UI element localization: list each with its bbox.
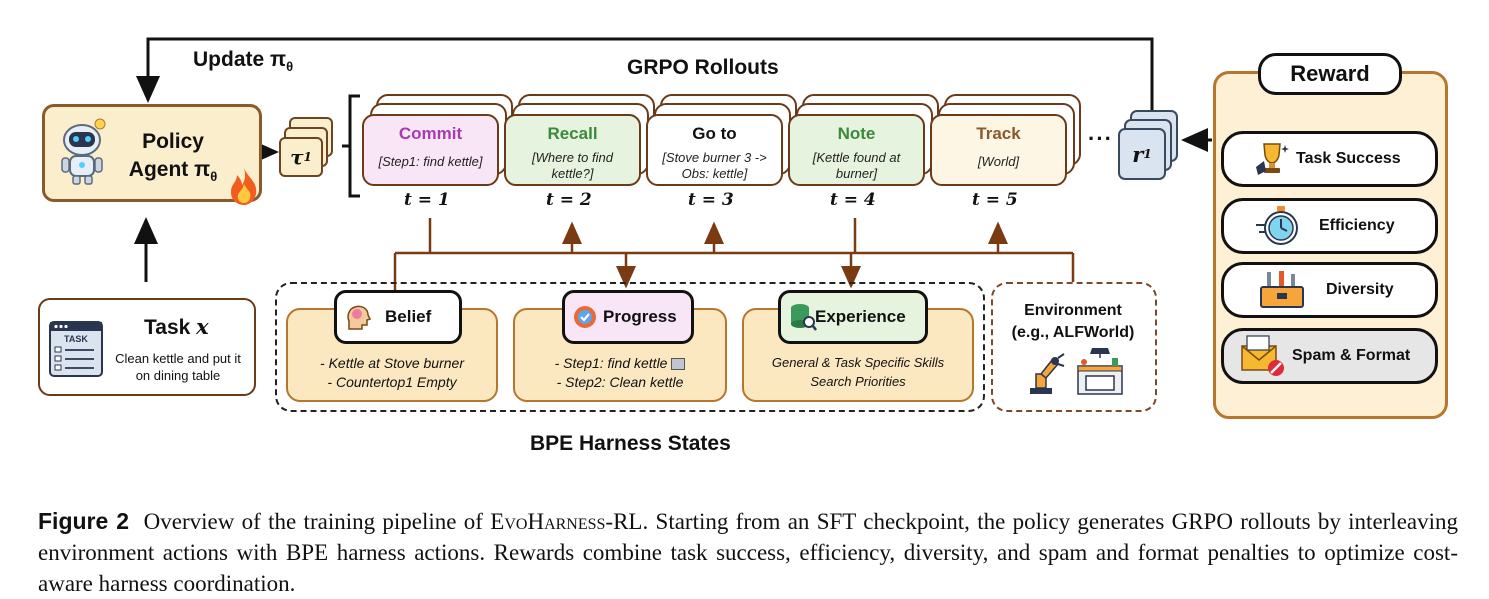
rollout-timestep-label: t = 4 <box>830 190 876 210</box>
environment-region <box>991 282 1157 412</box>
progress-header: Progress <box>562 290 694 344</box>
rollout-timestep-label: t = 5 <box>972 190 1018 210</box>
figure-caption: Figure 2 Overview of the training pipeli… <box>38 506 1458 599</box>
reward-diversity: Diversity <box>1221 262 1438 318</box>
rollout-action-title: Track <box>976 124 1021 143</box>
progress-title: Progress <box>603 307 677 326</box>
kitchen-stove-icon <box>1077 348 1123 395</box>
rollout-action-title: Commit <box>398 124 463 143</box>
spam-format-label: Spam & Format <box>1292 347 1411 364</box>
spam-mail-icon <box>1241 335 1284 376</box>
reward-task-success: Task Success <box>1221 131 1438 187</box>
experience-line-2: Search Priorities <box>810 374 906 389</box>
gear-check-icon <box>574 306 596 328</box>
task-icon-label: TASK <box>64 334 88 344</box>
rollout-action-detail: [Kettle found at burner] <box>812 150 901 181</box>
reward-efficiency: Efficiency <box>1221 198 1438 254</box>
robot-icon <box>61 118 106 185</box>
environment-line2: (e.g., ALFWorld) <box>1011 324 1135 341</box>
bpe-harness-states-region <box>275 282 985 412</box>
belief-header: Belief <box>334 290 462 344</box>
experience-line-1: General & Task Specific Skills <box>771 355 945 370</box>
toolbox-icon <box>1260 271 1304 308</box>
rollout-action-detail: [Where to find kettle?] <box>532 150 613 181</box>
belief-line-1: - Kettle at Stove burner <box>320 355 464 371</box>
stopwatch-icon <box>1256 206 1298 245</box>
rollout-card-4: Note [Kettle found at burner] <box>788 114 925 186</box>
rollout-action-title: Recall <box>547 124 598 143</box>
task-checklist-icon: TASK <box>49 321 103 377</box>
rollout-timestep-label: t = 1 <box>404 190 450 210</box>
belief-title: Belief <box>385 307 432 326</box>
reward-title: Reward <box>1258 53 1402 95</box>
caption-text-pre: Overview of the training pipeline of <box>143 509 491 534</box>
rollout-action-title: Go to <box>692 124 737 143</box>
rollout-ellipsis: ··· <box>1088 126 1113 151</box>
task-description: Clean kettle and put it on dining table <box>115 351 241 383</box>
grpo-rollouts-title: GRPO Rollouts <box>627 56 779 79</box>
rollout-card-2: Recall [Where to find kettle?] <box>504 114 641 186</box>
reward-spam-format: Spam & Format <box>1221 328 1438 384</box>
rollout-action-title: Note <box>837 124 876 143</box>
database-search-icon <box>791 304 817 331</box>
environment-line1: Environment <box>1024 302 1122 319</box>
trophy-icon <box>1256 143 1289 175</box>
brain-head-icon <box>347 305 372 330</box>
task-success-label: Task Success <box>1296 150 1401 167</box>
rollout-card-3: Go to [Stove burner 3 -> Obs: kettle] <box>646 114 783 186</box>
robot-arm-icon <box>1030 353 1065 394</box>
experience-header: Experience <box>778 290 928 344</box>
caption-figure-label: Figure 2 <box>38 508 130 534</box>
diversity-label: Diversity <box>1326 281 1394 298</box>
belief-line-2: - Countertop1 Empty <box>327 374 457 390</box>
rollout-card-1: Commit [Step1: find kettle] <box>362 114 499 186</box>
task-title: Task x <box>144 314 209 339</box>
efficiency-label: Efficiency <box>1319 217 1395 234</box>
caption-method-name: EvoHarness-RL <box>490 509 643 534</box>
rollout-action-detail: [World] <box>977 154 1020 169</box>
policy-line2: Agent πθ <box>128 158 218 185</box>
policy-agent-label: Policy Agent πθ <box>118 128 228 191</box>
environment-label: Environment (e.g., ALFWorld) <box>998 300 1148 344</box>
experience-title: Experience <box>815 307 906 326</box>
flame-icon <box>231 168 257 205</box>
progress-line-1: - Step1: find kettle <box>515 354 725 372</box>
update-policy-label: Update πθ <box>193 48 294 75</box>
rollout-action-detail: [Step1: find kettle] <box>378 154 483 169</box>
bpe-harness-states-title: BPE Harness States <box>530 432 731 455</box>
rollout-timestep-label: t = 2 <box>546 190 592 210</box>
rollout-card-5: Track [World] <box>930 114 1067 186</box>
progress-line-2: - Step2: Clean kettle <box>556 374 684 390</box>
policy-line1: Policy <box>142 130 204 153</box>
rollout-timestep-label: t = 3 <box>688 190 734 210</box>
checkbox-icon <box>671 358 686 371</box>
rollout-action-detail: [Stove burner 3 -> Obs: kettle] <box>662 150 767 181</box>
